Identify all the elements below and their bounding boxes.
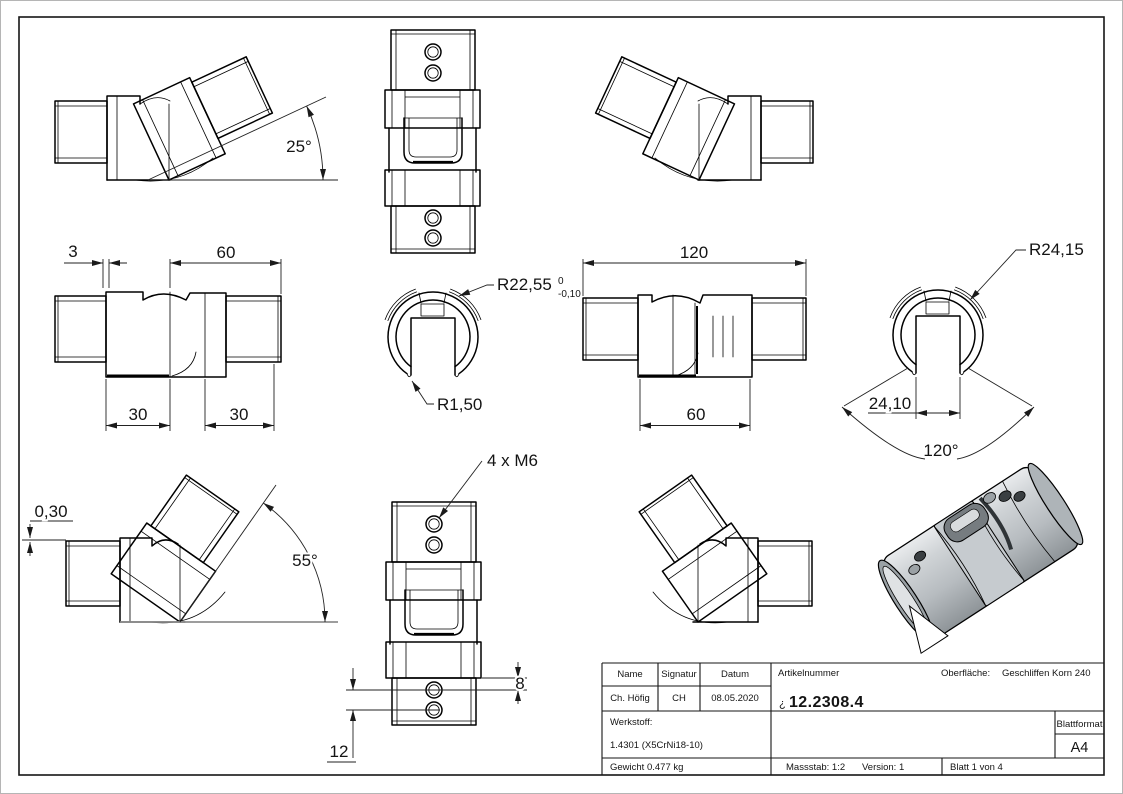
dim-30-left: 30: [129, 405, 148, 424]
view-front-bottom: 4 x M6 8 12: [327, 449, 540, 763]
dim-angle-25: 25°: [286, 137, 312, 156]
dim-12: 12: [330, 742, 349, 761]
titleblock-artikelnummer-label: Artikelnummer: [778, 668, 839, 679]
dim-60: 60: [217, 243, 236, 262]
view-section-right: R24,15 24,10 120°: [841, 238, 1086, 462]
dim-8: 8: [515, 674, 524, 693]
titleblock-blattformat-value: A4: [1071, 740, 1089, 756]
titleblock-blatt: Blatt 1 von 4: [950, 762, 1003, 773]
title-block: Name Signatur Datum Ch. Höfig CH 08.05.2…: [601, 662, 1104, 775]
titleblock-name-label: Name: [617, 669, 642, 680]
titleblock-datum-label: Datum: [721, 669, 749, 680]
dim-angle-55: 55°: [292, 551, 318, 570]
view-side-55deg: 0,30 55°: [22, 471, 338, 624]
view-straight-right: 120 60: [582, 241, 807, 431]
titleblock-signatur-label: Signatur: [661, 669, 696, 680]
dim-2410: 24,10: [869, 394, 912, 413]
titleblock-oberflaeche-label: Oberfläche:: [941, 668, 990, 679]
drawing-frame: [18, 16, 1105, 776]
titleblock-gewicht: Gewicht 0.477 kg: [610, 762, 683, 773]
titleblock-artikelnummer-prefix: ¿: [779, 698, 786, 710]
view-section-left: R22,55 0 -0,10 R1,50: [384, 273, 583, 416]
dim-3: 3: [68, 242, 77, 261]
titleblock-version: Version: 1: [862, 762, 904, 773]
view-straight-left: 3 60 30 30: [54, 240, 282, 431]
view-side-25deg: 25°: [54, 51, 338, 182]
dim-30-right: 30: [230, 405, 249, 424]
dim-120: 120: [680, 243, 708, 262]
titleblock-werkstoff-value: 1.4301 (X5CrNi18-10): [610, 740, 703, 751]
titleblock-datum-value: 08.05.2020: [711, 693, 759, 704]
dim-r150: R1,50: [437, 395, 482, 414]
dim-r2255: R22,55: [497, 275, 552, 294]
titleblock-werkstoff-label: Werkstoff:: [610, 717, 652, 728]
titleblock-oberflaeche-value: Geschliffen Korn 240: [1002, 668, 1091, 679]
titleblock-name-value: Ch. Höfig: [610, 693, 650, 704]
titleblock-artikelnummer-value: 12.2308.4: [789, 694, 864, 711]
view-isometric: [877, 462, 1084, 655]
dim-thread: 4 x M6: [487, 451, 538, 470]
dim-angle-120: 120°: [923, 441, 958, 460]
titleblock-blattformat-label: Blattformat: [1057, 719, 1103, 730]
dim-60b: 60: [687, 405, 706, 424]
dim-r2255-tol-lower: -0,10: [558, 289, 581, 300]
dim-030: 0,30: [34, 502, 67, 521]
titleblock-signatur-value: CH: [672, 693, 686, 704]
dim-r2415: R24,15: [1029, 240, 1084, 259]
titleblock-massstab: Massstab: 1:2: [786, 762, 845, 773]
dim-r2255-tol-upper: 0: [558, 276, 564, 287]
